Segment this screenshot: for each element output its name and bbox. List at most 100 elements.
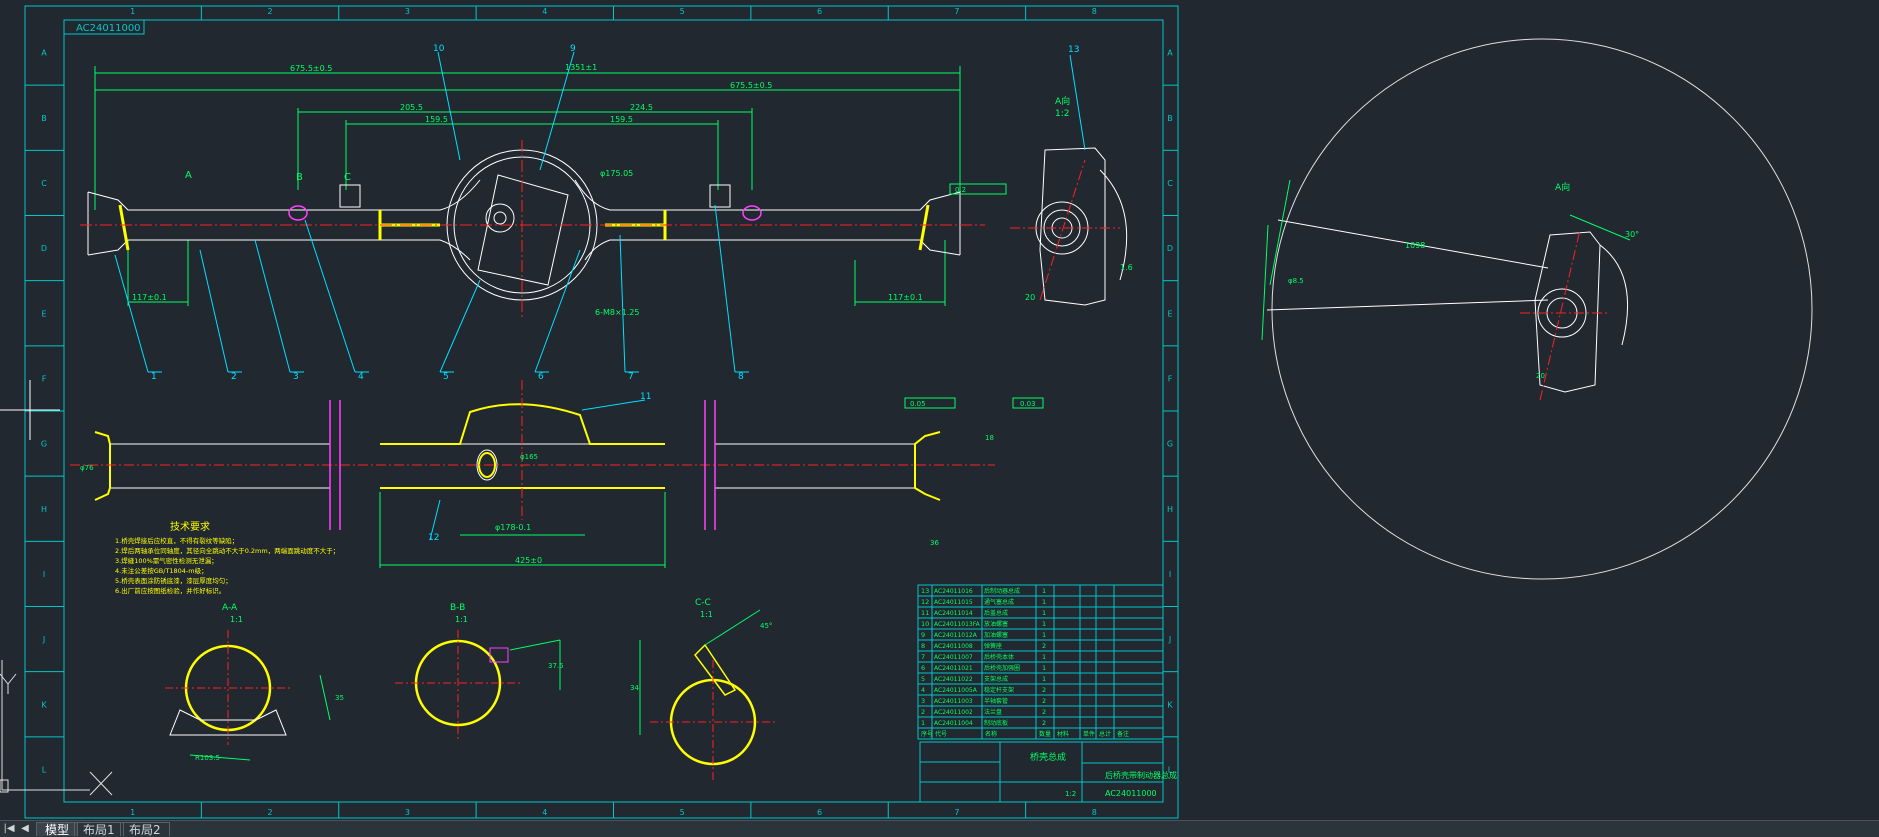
- aux-long: 1098: [1405, 241, 1425, 250]
- section-bb-scale: 1:1: [455, 615, 468, 624]
- bom-name: 制动底板: [984, 719, 1008, 727]
- bom-name: 后桥壳本体: [984, 653, 1014, 661]
- dim-overall: 675.5±0.5: [290, 64, 332, 73]
- ucs-y-label: Y: [14, 654, 15, 656]
- ang-c: 45°: [760, 622, 772, 630]
- tab-prev-icon[interactable]: ◀: [21, 823, 29, 834]
- section-cc-scale: 1:1: [700, 610, 713, 619]
- section-mark-a: A: [185, 170, 192, 181]
- grid-row-label: G: [41, 440, 47, 449]
- bom-no: 11: [921, 609, 929, 617]
- grid-row-label: K: [41, 700, 47, 709]
- title-block: 桥壳总成 后桥壳带制动器总成 AC24011000 1:2: [919, 741, 1177, 803]
- grid-row-label: F: [42, 374, 47, 383]
- bom-no: 3: [921, 697, 925, 705]
- gdt-frame-3: 0.03: [1020, 400, 1036, 408]
- aux-ang: 30°: [1625, 230, 1639, 239]
- callout-7: 7: [628, 372, 634, 382]
- dim-inner-b: 159.5: [610, 115, 633, 124]
- bom-qty: 2: [1042, 719, 1046, 727]
- tech-line-6: 6.出厂前应按图纸检验，并作好标识。: [115, 586, 225, 595]
- tech-line-2: 2.焊后两轴承位同轴度，其径向全跳动不大于0.2mm，两端面跳动度不大于；: [115, 546, 339, 555]
- grid-col-label: 6: [817, 808, 822, 817]
- gdt-frame-2: 0.05: [910, 400, 926, 408]
- bom-qty: 2: [1042, 642, 1046, 650]
- grid-row-label: J: [42, 635, 45, 644]
- layout-tab-bar: |◀ ◀ 模型 布局1 布局2: [0, 820, 1879, 837]
- bom-qty: 1: [1042, 631, 1046, 639]
- bom-code: AC24011015: [934, 599, 973, 606]
- grid-row-label: C: [41, 179, 47, 188]
- grid-col-label: 2: [268, 7, 273, 16]
- callout-9: 9: [570, 44, 576, 54]
- grid-row-label: C: [1167, 179, 1173, 188]
- grid-row-label: I: [1169, 570, 1171, 579]
- tab-first-icon[interactable]: |◀: [3, 823, 15, 834]
- aux-circle-view: A向 1098 30° φ8.5 20: [1261, 38, 1813, 580]
- grid-col-label: 5: [680, 7, 685, 16]
- grid-col-label: 8: [1092, 808, 1097, 817]
- section-aa-title: A-A: [222, 603, 238, 613]
- tech-line-3: 3.焊缝100%需气密性检测无泄漏；: [115, 556, 218, 565]
- bom-name: 后盖总成: [984, 609, 1008, 617]
- bom-name: 后制动器总成: [984, 587, 1020, 595]
- bom-name: 弹簧座: [984, 642, 1002, 650]
- bom-no: 8: [921, 642, 925, 650]
- detail-len: φ178-0.1: [495, 523, 531, 532]
- section-aa: A-A 1:1 35 R103.5: [165, 603, 344, 762]
- aux-dim: φ165: [520, 453, 538, 461]
- bom-code: AC24011012A: [934, 632, 978, 639]
- dim-right-end: 117±0.1: [888, 293, 923, 302]
- cursor-crosshair: [0, 380, 60, 440]
- grid-row-label: E: [41, 309, 46, 318]
- dim-total: 1351±1: [565, 63, 597, 72]
- ucs-icon: [0, 660, 113, 796]
- bom-qty: 2: [1042, 708, 1046, 716]
- drawing-code-stamp: AC24011000: [76, 23, 141, 34]
- bom-no: 4: [921, 686, 925, 694]
- grid-row-label: H: [1167, 505, 1173, 514]
- bom-qty: 2: [1042, 686, 1046, 694]
- bom-header: 代号: [935, 730, 947, 738]
- callout-11: 11: [640, 392, 651, 402]
- side-top: 18: [985, 434, 994, 442]
- bom-code: AC24011008: [934, 643, 973, 650]
- tab-layout2[interactable]: 布局2: [120, 822, 170, 837]
- callout-8: 8: [738, 372, 744, 382]
- side-dim: 1.6: [1120, 263, 1133, 272]
- bom-qty: 1: [1042, 598, 1046, 606]
- section-aa-scale: 1:1: [230, 615, 243, 624]
- grid-col-label: 7: [954, 808, 959, 817]
- longitudinal-section: 425±0 φ178-0.1 φ165 φ76 11 12 0.05 0.03 …: [70, 380, 1044, 568]
- bom-qty: 1: [1042, 664, 1046, 672]
- side-view-title: A向: [1055, 95, 1070, 107]
- callout-5: 5: [443, 372, 449, 382]
- grid-row-label: J: [1168, 635, 1171, 644]
- bom-qty: 1: [1042, 587, 1046, 595]
- dim-span-b: 224.5: [630, 103, 653, 112]
- tech-title: 技术要求: [170, 520, 210, 533]
- bom-code: AC24011007: [934, 654, 973, 661]
- sec-aa-h: 35: [335, 694, 344, 702]
- bom-code: AC24011021: [934, 665, 973, 672]
- bom-name: 半轴套管: [984, 697, 1008, 705]
- bom-no: 6: [921, 664, 925, 672]
- bom-name: 稳定杆支架: [984, 686, 1014, 694]
- grid-col-label: 3: [405, 7, 410, 16]
- grid-row-label: B: [1167, 114, 1173, 123]
- side-view-a: A向 1:2 13 1.6 20 0.2: [949, 45, 1133, 306]
- callout-12: 12: [428, 533, 439, 543]
- bom-code: AC24011013FA: [934, 621, 981, 628]
- grid-row-label: A: [1167, 49, 1173, 58]
- grid-col-label: 1: [130, 808, 135, 817]
- tab-model[interactable]: 模型: [36, 822, 79, 837]
- tab-layout1[interactable]: 布局1: [74, 822, 124, 837]
- dim-inner-a: 159.5: [425, 115, 448, 124]
- tech-line-5: 5.桥壳表面涂防锈底漆，漆层厚度均匀；: [115, 576, 232, 585]
- grid-col-label: 4: [542, 7, 547, 16]
- callout-3: 3: [293, 372, 299, 382]
- bom-qty: 2: [1042, 697, 1046, 705]
- bom-name: 放油螺塞: [984, 620, 1008, 628]
- section-cc-title: C-C: [695, 598, 711, 608]
